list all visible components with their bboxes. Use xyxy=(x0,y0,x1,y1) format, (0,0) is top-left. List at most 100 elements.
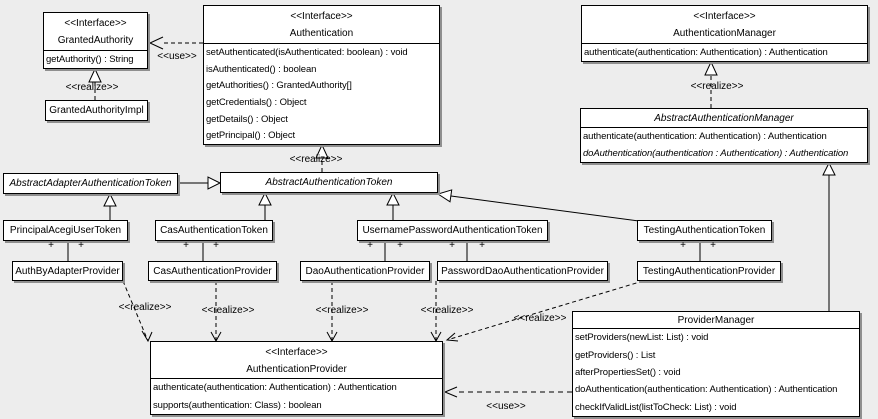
use-label: <<use>> xyxy=(157,51,197,62)
class-authbyadapterprovider[interactable]: AuthByAdapterProvider xyxy=(12,261,123,281)
methods-compartment: getAuthority() : String xyxy=(44,51,147,68)
realize-edge-abstractauthenticationtoken xyxy=(315,143,329,172)
methods-compartment: authenticate(authentication: Authenticat… xyxy=(582,44,867,61)
class-header: <<Interface>> Authentication xyxy=(204,6,439,44)
generalization-edge-abstractadapter xyxy=(178,176,222,190)
realize-label: <<realize>> xyxy=(201,305,255,316)
class-header: <<Interface>> AuthenticationManager xyxy=(582,6,867,44)
methods-compartment: authenticate(authentication: Authenticat… xyxy=(151,379,442,414)
realize-edge-testingauthenticationprovider xyxy=(445,280,644,342)
class-grantedauthorityimpl[interactable]: GrantedAuthorityImpl xyxy=(45,100,148,121)
use-label: <<use>> xyxy=(486,401,526,412)
class-principalacegiusertoken[interactable]: PrincipalAcegiUserToken xyxy=(3,220,128,241)
class-casauthenticationprovider[interactable]: CasAuthenticationProvider xyxy=(148,261,277,281)
association-plus: + xyxy=(680,240,686,251)
class-name: ProviderManager xyxy=(573,312,859,329)
class-name: AbstractAuthenticationToken xyxy=(265,177,393,188)
class-passworddaoauthenticationprovider[interactable]: PasswordDaoAuthenticationProvider xyxy=(437,261,608,281)
class-name: CasAuthenticationToken xyxy=(160,225,268,236)
class-abstractadapterauthenticationtoken[interactable]: AbstractAdapterAuthenticationToken xyxy=(3,173,178,194)
stereotype-label: <<Interface>> xyxy=(64,18,127,29)
method: getAuthorities() : GrantedAuthority[] xyxy=(206,80,352,92)
class-name: GrantedAuthorityImpl xyxy=(49,105,144,116)
use-edge-providermanager-authenticationprovider xyxy=(443,386,572,398)
class-authenticationmanager[interactable]: <<Interface>> AuthenticationManager auth… xyxy=(581,5,868,62)
method: getAuthority() : String xyxy=(46,54,134,65)
realize-edge-authbyadapterprovider xyxy=(122,280,153,343)
realize-edge-abstractauthenticationmanager xyxy=(704,60,718,108)
methods-compartment: authenticate(authentication: Authenticat… xyxy=(581,128,867,162)
generalization-edge-usernamepasswordtoken xyxy=(386,191,400,220)
class-name: PrincipalAcegiUserToken xyxy=(9,225,122,236)
method: getProviders() : List xyxy=(575,349,656,361)
generalization-edge-casauthenticationtoken xyxy=(258,191,272,220)
class-name: AbstractAdapterAuthenticationToken xyxy=(9,178,172,189)
class-name: AuthenticationProvider xyxy=(246,364,347,375)
methods-compartment: setProviders(newList: List) : void getPr… xyxy=(573,329,859,416)
association-plus: + xyxy=(710,240,716,251)
methods-compartment: setAuthenticated(isAuthenticated: boolea… xyxy=(204,44,439,144)
stereotype-label: <<Interface>> xyxy=(693,11,756,22)
method: afterPropertiesSet() : void xyxy=(575,367,681,379)
class-name: PasswordDaoAuthenticationProvider xyxy=(441,265,604,277)
association-edges-tokens-providers xyxy=(67,241,701,261)
method: doAuthentication(authentication: Authent… xyxy=(575,384,838,396)
method: doAuthentication(authentication : Authen… xyxy=(583,148,849,159)
method: authenticate(authentication: Authenticat… xyxy=(584,47,828,58)
realize-label: <<realize>> xyxy=(690,81,744,92)
method: isAuthenticated() : boolean xyxy=(206,63,317,75)
method: getPrincipal() : Object xyxy=(206,130,296,142)
association-plus: + xyxy=(449,240,455,251)
class-name: CasAuthenticationProvider xyxy=(153,265,272,277)
generalization-edge-principalacegiusertoken xyxy=(103,192,117,220)
class-casauthenticationtoken[interactable]: CasAuthenticationToken xyxy=(155,220,273,241)
method: getDetails() : Object xyxy=(206,113,288,125)
association-plus: + xyxy=(48,240,54,251)
method: setProviders(newList: List) : void xyxy=(575,332,709,344)
class-name: AbstractAuthenticationManager xyxy=(581,109,867,128)
generalization-edge-providermanager xyxy=(822,161,836,311)
realize-label: <<realize>> xyxy=(315,305,369,316)
method: setAuthenticated(isAuthenticated: boolea… xyxy=(206,46,408,58)
class-header: <<Interface>> GrantedAuthority xyxy=(44,13,147,51)
class-name: Authentication xyxy=(289,28,354,39)
association-plus: + xyxy=(397,240,403,251)
method: authenticate(authentication: Authenticat… xyxy=(583,131,827,142)
class-grantedauthority[interactable]: <<Interface>> GrantedAuthority getAuthor… xyxy=(43,12,148,69)
realize-label: <<realize>> xyxy=(513,313,567,324)
class-authentication[interactable]: <<Interface>> Authentication setAuthenti… xyxy=(203,5,440,145)
class-name: DaoAuthenticationProvider xyxy=(305,265,425,277)
class-name: AuthByAdapterProvider xyxy=(15,265,120,277)
class-daoauthenticationprovider[interactable]: DaoAuthenticationProvider xyxy=(300,261,430,281)
method: checkIfValidList(listToCheck: List) : vo… xyxy=(575,401,737,413)
class-name: TestingAuthenticationToken xyxy=(643,225,766,236)
class-name: UsernamePasswordAuthenticationToken xyxy=(362,225,543,236)
realize-label: <<realize>> xyxy=(65,82,119,93)
class-testingauthenticationtoken[interactable]: TestingAuthenticationToken xyxy=(637,220,772,241)
association-plus: + xyxy=(213,240,219,251)
method: supports(authentication: Class) : boolea… xyxy=(153,399,322,411)
realize-label: <<realize>> xyxy=(118,302,172,313)
association-plus: + xyxy=(367,240,373,251)
class-providermanager[interactable]: ProviderManager setProviders(newList: Li… xyxy=(572,311,860,417)
class-name: TestingAuthenticationProvider xyxy=(642,265,776,277)
class-authenticationprovider[interactable]: <<Interface>> AuthenticationProvider aut… xyxy=(150,341,443,415)
class-abstractauthenticationtoken[interactable]: AbstractAuthenticationToken xyxy=(220,172,438,193)
class-testingauthenticationprovider[interactable]: TestingAuthenticationProvider xyxy=(637,261,781,281)
stereotype-label: <<Interface>> xyxy=(265,347,328,358)
class-usernamepasswordauthenticationtoken[interactable]: UsernamePasswordAuthenticationToken xyxy=(357,220,548,241)
association-plus: + xyxy=(183,240,189,251)
class-name: GrantedAuthority xyxy=(57,35,134,46)
association-plus: + xyxy=(78,240,84,251)
use-edge-authentication-grantedauthority xyxy=(148,36,203,50)
realize-label: <<realize>> xyxy=(289,154,343,165)
realize-label: <<realize>> xyxy=(420,305,474,316)
method: getCredentials() : Object xyxy=(206,96,307,108)
stereotype-label: <<Interface>> xyxy=(290,11,353,22)
association-plus: + xyxy=(479,240,485,251)
class-name: AuthenticationManager xyxy=(673,28,776,39)
class-abstractauthenticationmanager[interactable]: AbstractAuthenticationManager authentica… xyxy=(580,108,868,163)
method: authenticate(authentication: Authenticat… xyxy=(153,382,397,394)
